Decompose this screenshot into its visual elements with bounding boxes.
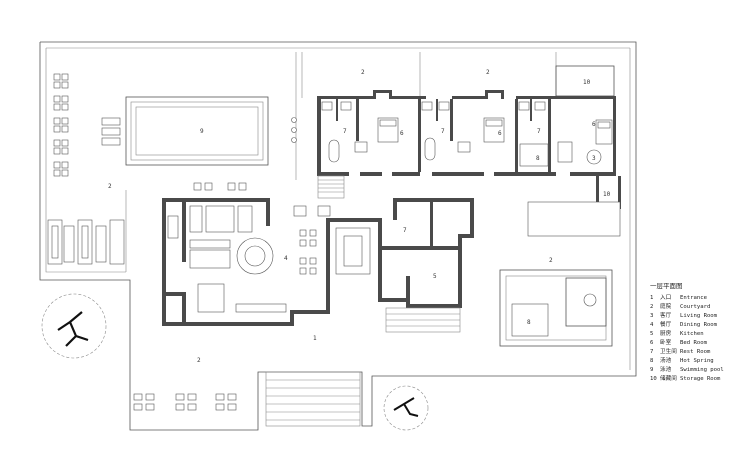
legend-item-en: Storage Room [680, 376, 721, 382]
legend-item-num: 10 [650, 376, 657, 382]
legend-item-zh: 客厅 [660, 311, 672, 319]
label-bed-a: 6 [400, 130, 404, 137]
legend-item-zh: 汤池 [660, 356, 672, 364]
legend-item-num: 5 [650, 331, 653, 337]
legend-item-en: Living Room [680, 313, 718, 319]
legend-item-num: 8 [650, 358, 654, 364]
legend-item-en: Rest Room [680, 349, 711, 355]
legend-item-en: Hot Spring [680, 358, 714, 364]
tables-left [53, 73, 69, 177]
label-entrance: 1 [313, 335, 317, 342]
legend-item-en: Bed Room [680, 340, 708, 346]
legend-item-zh: 入口 [660, 294, 671, 301]
main-walls [162, 90, 621, 326]
legend-item-en: Dining Room [680, 322, 718, 328]
legend-item-zh: 泳池 [660, 365, 672, 373]
legend-item-en: Courtyard [680, 304, 710, 310]
legend-title: 一层平面图 [650, 282, 683, 290]
legend-item-zh: 卫生间 [660, 347, 677, 355]
label-courtyard-bottom: 2 [197, 357, 201, 364]
legend-item-en: Kitchen [680, 331, 704, 337]
tree-left [41, 293, 107, 359]
label-courtyard-right: 2 [549, 257, 553, 264]
tables-bottom [133, 393, 237, 411]
label-bed-c: 6 [592, 121, 596, 128]
label-bath-b: 7 [441, 128, 445, 135]
living-furniture [167, 205, 371, 313]
site-boundary [39, 41, 637, 431]
outdoor-chairs [193, 117, 297, 191]
legend-item-zh: 庭院 [660, 302, 672, 310]
legend-item-zh: 储藏间 [660, 374, 677, 382]
label-storage-right: 10 [603, 191, 611, 198]
legend-item-num: 6 [650, 340, 653, 346]
garden-edges [125, 52, 615, 272]
swimming-pool [125, 96, 269, 166]
legend-item-zh: 卧室 [660, 338, 672, 346]
legend-item-zh: 厨房 [660, 329, 672, 337]
legend-item-num: 2 [650, 304, 653, 310]
label-hot-spring-b: 8 [527, 319, 531, 326]
stairs [265, 175, 461, 427]
right-courtyard [499, 201, 621, 347]
pool-loungers [101, 117, 121, 146]
legend-item-num: 7 [650, 349, 653, 355]
legend-item-num: 4 [650, 322, 654, 328]
lounge-beds [47, 219, 125, 265]
room-labels: 9 2 2 2 2 2 10 10 7 7 7 7 6 6 6 3 8 8 4 … [108, 69, 611, 364]
tree-bottom [383, 385, 429, 431]
label-bed-b: 6 [498, 130, 502, 137]
label-bath-a: 7 [343, 128, 347, 135]
label-bath-c: 7 [537, 128, 541, 135]
label-courtyard-top-b: 2 [486, 69, 490, 76]
label-bath-d: 7 [403, 227, 407, 234]
bedroom-furniture [321, 101, 613, 167]
label-kitchen: 5 [433, 273, 437, 280]
legend-item-en: Entrance [680, 295, 708, 301]
legend-item-num: 9 [650, 367, 653, 373]
label-pool: 9 [200, 128, 204, 135]
legend-items: 1 入口 Entrance 2 庭院 Courtyard 3 客厅 Living Room 4 餐厅… [650, 294, 724, 382]
legend-item-en: Swimming pool [680, 367, 724, 373]
legend-item-num: 3 [650, 313, 653, 319]
label-living: 3 [592, 155, 596, 162]
label-storage-top: 10 [583, 79, 591, 86]
label-courtyard-top-a: 2 [361, 69, 365, 76]
label-courtyard-left: 2 [108, 183, 112, 190]
label-hot-spring-a: 8 [536, 155, 540, 162]
legend: 一层平面图 1 入口 Entrance 2 庭院 Courtyard 3 客厅 Living R… [650, 282, 724, 382]
legend-item-num: 1 [650, 295, 653, 301]
legend-item-zh: 餐厅 [660, 320, 672, 328]
label-dining: 4 [284, 255, 288, 262]
